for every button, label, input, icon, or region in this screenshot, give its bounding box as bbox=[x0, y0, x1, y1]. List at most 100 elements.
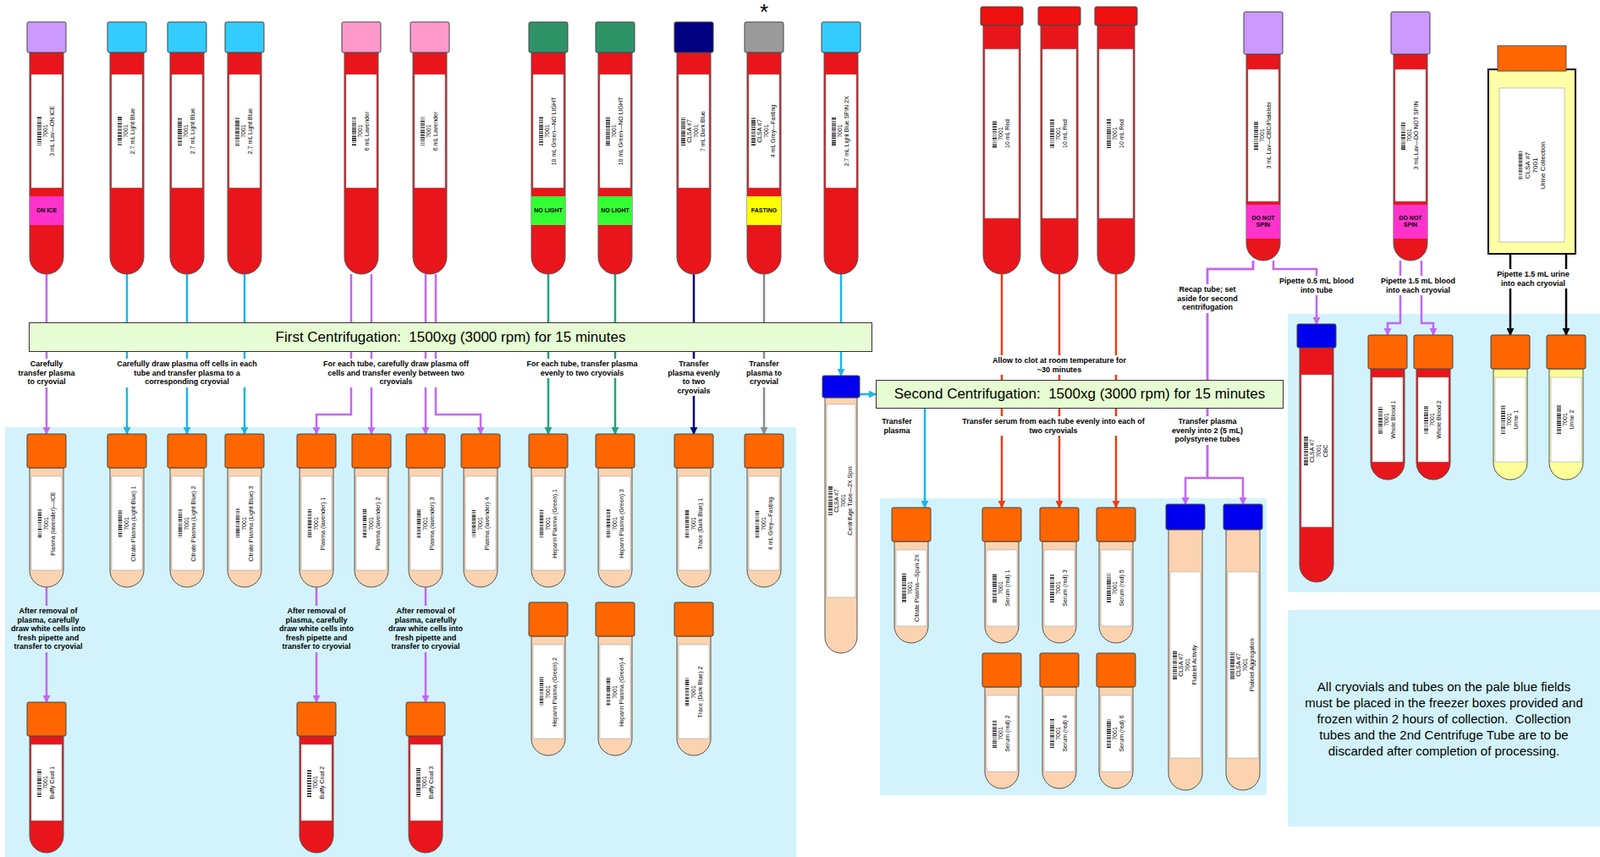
barcode-bar bbox=[1172, 658, 1177, 660]
tube-body bbox=[1042, 541, 1077, 644]
barcode-bar bbox=[420, 123, 425, 125]
tube-body bbox=[29, 467, 64, 588]
label-sticker bbox=[1495, 377, 1526, 462]
barcode-bar bbox=[992, 140, 997, 143]
tube-drawing bbox=[821, 21, 861, 275]
barcode-bar bbox=[992, 738, 997, 741]
specimen-field bbox=[5, 427, 797, 857]
barcode-bar bbox=[1517, 175, 1523, 177]
flow-arrow bbox=[45, 274, 49, 435]
flow-arrow bbox=[547, 274, 550, 435]
tube-label-text: Urine Collection bbox=[1538, 141, 1546, 189]
barcode-bar bbox=[684, 704, 689, 706]
barcode-bar bbox=[351, 117, 357, 119]
tube-label-text: 7001 bbox=[182, 124, 190, 138]
barcode-bar bbox=[901, 577, 907, 580]
barcode-bar bbox=[1106, 121, 1111, 124]
barcode-bar bbox=[681, 126, 686, 127]
specimen-tube: 70013 mL Lav—ON ICEON ICE bbox=[27, 21, 66, 275]
barcode-bar bbox=[1106, 739, 1111, 742]
tube-label: CLSA #77001Centrifuge Tube—2X Spin bbox=[827, 406, 855, 595]
label-sticker bbox=[1099, 49, 1133, 219]
barcode-bar bbox=[117, 515, 122, 517]
tube-label-text: 10 mL Red bbox=[1004, 119, 1012, 149]
tube-body bbox=[1040, 25, 1078, 275]
barcode-bar bbox=[1050, 138, 1055, 140]
barcode-bar bbox=[901, 601, 907, 603]
label-sticker bbox=[678, 74, 710, 188]
tube-cap bbox=[982, 653, 1022, 688]
flow-arrow bbox=[1509, 254, 1513, 336]
tube-label-text: 6 mL Lavender bbox=[363, 111, 371, 151]
tube-cap bbox=[406, 702, 446, 737]
barcode-bar bbox=[351, 125, 357, 127]
barcode-bar bbox=[177, 530, 182, 533]
tube-drawing bbox=[744, 434, 784, 588]
tube-label-text: 7001 bbox=[182, 516, 190, 531]
tube-cap bbox=[744, 21, 784, 53]
tube-label: 70013 mL Lav—DO NOT SPIN bbox=[1396, 71, 1425, 199]
tube-label: CLSA #770014 mL Grey—Fasting bbox=[749, 76, 779, 186]
barcode-bar bbox=[1556, 429, 1562, 432]
barcode-bar bbox=[471, 525, 476, 528]
barcode-bar bbox=[420, 116, 425, 119]
specimen-tube: 7001Citrate Plasma (Light Blue) 2 bbox=[167, 434, 207, 588]
barcode-bar bbox=[831, 132, 836, 134]
barcode-bar bbox=[362, 527, 367, 530]
barcode-bar bbox=[307, 777, 312, 780]
barcode-bar bbox=[1230, 659, 1235, 661]
barcode-bar bbox=[1230, 666, 1235, 669]
barcode-bar bbox=[751, 131, 756, 133]
barcode-bar bbox=[1230, 655, 1235, 658]
barcode-bar bbox=[177, 142, 182, 145]
tube-label-text: 7001 bbox=[42, 516, 50, 531]
tube-body bbox=[747, 52, 781, 275]
label-sticker bbox=[301, 744, 332, 821]
barcode-bar bbox=[416, 780, 421, 781]
barcode-bar bbox=[681, 142, 686, 144]
barcode-bar bbox=[828, 486, 833, 489]
barcode-bar bbox=[177, 536, 182, 538]
step-instruction: Carefully transfer plasma to cryovial bbox=[15, 358, 78, 388]
tube-label-text: Urine 2 bbox=[1568, 410, 1576, 430]
barcode-bar bbox=[37, 138, 42, 141]
specimen-field bbox=[879, 498, 1267, 796]
barcode-bar bbox=[351, 142, 357, 144]
barcode bbox=[538, 677, 544, 707]
barcode-bar bbox=[1424, 424, 1429, 427]
barcode-bar bbox=[1378, 411, 1383, 413]
tube-label-text: Citrate Plasma—Spun 2X bbox=[913, 554, 921, 622]
barcode-bar bbox=[37, 779, 42, 781]
specimen-tube: CLSA #770014 mL Grey—FastingFASTING bbox=[744, 21, 784, 275]
barcode-bar bbox=[177, 118, 182, 120]
barcode-bar bbox=[1501, 427, 1506, 429]
barcode-bar bbox=[307, 516, 312, 519]
barcode-bar bbox=[1172, 676, 1177, 678]
barcode-bar bbox=[1556, 414, 1562, 417]
tube-label-text: CLSA #7 bbox=[833, 489, 841, 513]
tube-label-text: 10 mL Red bbox=[1061, 119, 1069, 149]
barcode-bar bbox=[992, 576, 997, 578]
flow-arrow bbox=[1565, 254, 1568, 336]
tube-label-text: 2.7 mL Light Blue SPIN 2X bbox=[843, 96, 851, 167]
specimen-tube: 7001Urine 1 bbox=[1490, 335, 1530, 480]
tube-label-text: Serum (red) 6 bbox=[1118, 714, 1126, 752]
tube-label: 70016 mL Lavender bbox=[346, 76, 376, 186]
barcode-bar bbox=[684, 693, 689, 695]
barcode-bar bbox=[754, 529, 759, 532]
barcode-bar bbox=[1401, 127, 1406, 130]
barcode-bar bbox=[538, 525, 544, 527]
label-sticker bbox=[986, 695, 1018, 772]
tube-label-text: 7001 bbox=[997, 126, 1005, 141]
barcode bbox=[1172, 650, 1177, 680]
barcode-bar bbox=[416, 772, 421, 774]
barcode-bar bbox=[754, 536, 759, 539]
barcode-bar bbox=[1253, 141, 1259, 143]
barcode-bar bbox=[1303, 462, 1309, 464]
barcode-bar bbox=[1378, 414, 1383, 416]
barcode-bar bbox=[605, 677, 611, 679]
barcode-bar bbox=[37, 128, 42, 130]
barcode-bar bbox=[235, 120, 240, 123]
barcode-bar bbox=[1378, 408, 1383, 411]
barcode-bar bbox=[1378, 423, 1383, 426]
